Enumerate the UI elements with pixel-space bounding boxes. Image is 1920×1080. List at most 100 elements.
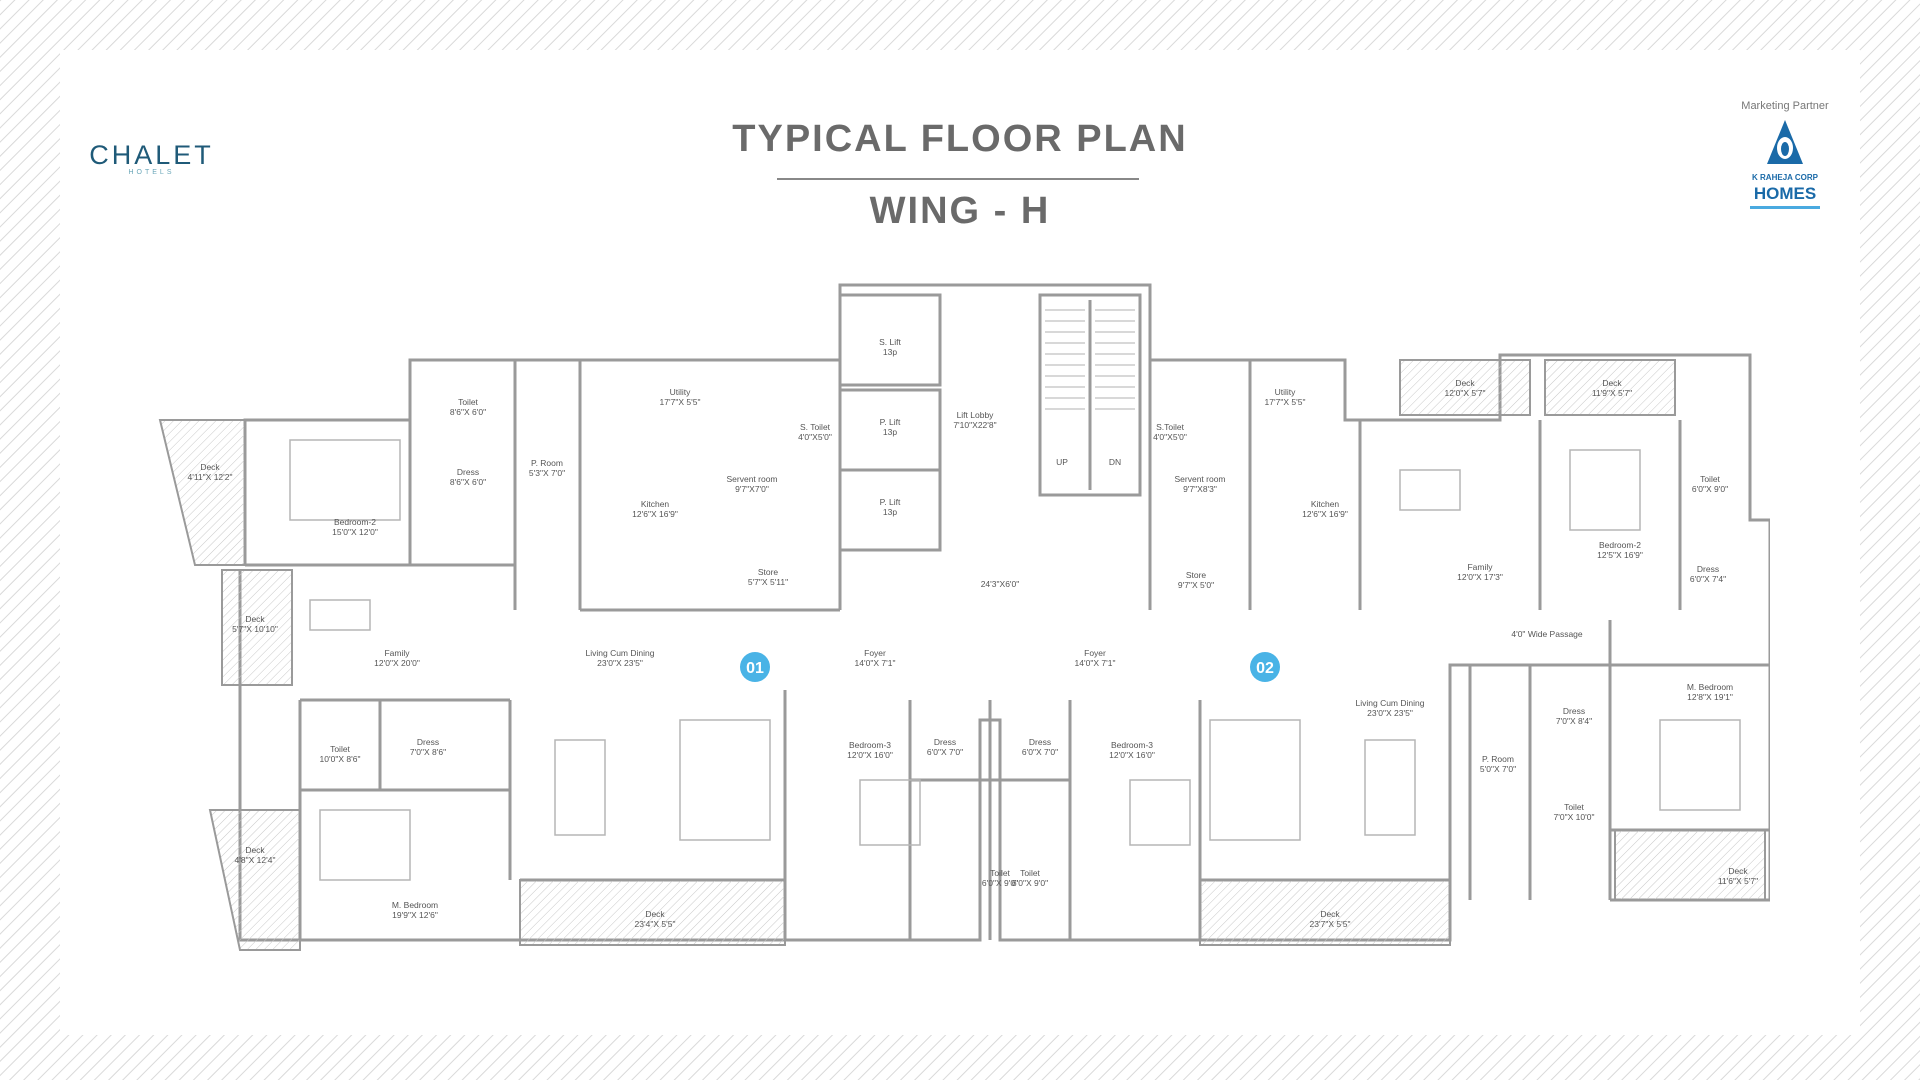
room-name: P. Lift — [880, 417, 901, 427]
room-dimensions: 12'5"X 16'9" — [1597, 550, 1643, 560]
room-name: Kitchen — [1311, 499, 1340, 509]
room-name: Kitchen — [641, 499, 670, 509]
room-dimensions: 4'0"X5'0" — [798, 432, 832, 442]
room-name: Deck — [1602, 378, 1622, 388]
room-dimensions: 6'0"X 9'0" — [982, 878, 1018, 888]
room-dimensions: 7'0"X 8'6" — [410, 747, 446, 757]
room-name: Foyer — [864, 648, 886, 658]
decks — [158, 359, 1766, 951]
room-name: Toilet — [1020, 868, 1040, 878]
room-name: Deck — [1728, 866, 1748, 876]
room-dimensions: 4'0"X5'0" — [1153, 432, 1187, 442]
walls — [238, 283, 1770, 942]
room-dimensions: 12'0"X 17'3" — [1457, 572, 1503, 582]
room-name: Deck — [1455, 378, 1475, 388]
room-name: S. Lift — [879, 337, 901, 347]
room-name: Store — [758, 567, 779, 577]
room-name: Living Cum Dining — [586, 648, 655, 658]
room-dimensions: 19'9"X 12'6" — [392, 910, 438, 920]
room-dimensions: 10'0"X 8'6" — [320, 754, 361, 764]
room-dimensions: 17'7"X 5'5" — [1265, 397, 1306, 407]
partner-label: Marketing Partner — [1741, 100, 1829, 112]
room-name: Toilet — [458, 397, 478, 407]
room-name: M. Bedroom — [392, 900, 438, 910]
room-name: Dress — [417, 737, 439, 747]
room-name: Foyer — [1084, 648, 1106, 658]
room-dimensions: 5'7"X 5'11" — [748, 577, 788, 587]
room-name: Family — [384, 648, 410, 658]
room-name: Bedroom-3 — [849, 740, 891, 750]
room-dimensions: 6'0"X 7'0" — [927, 747, 963, 757]
room-dimensions: 15'0"X 12'0" — [332, 527, 378, 537]
content-panel — [60, 50, 1860, 1035]
room-dimensions: 6'0"X 9'0" — [1692, 484, 1728, 494]
room-dimensions: 6'0"X 9'0" — [1012, 878, 1048, 888]
room-dimensions: 12'0"X 16'0" — [847, 750, 893, 760]
partner-brand: HOMES — [1753, 184, 1817, 203]
stair-up-label: UP — [1056, 457, 1068, 467]
room-name: Store — [1186, 570, 1207, 580]
room-name: Servent room — [1174, 474, 1225, 484]
room-name: Bedroom-2 — [334, 517, 376, 527]
room-name: Dress — [934, 737, 956, 747]
room-dimensions: 12'6"X 16'9" — [632, 509, 678, 519]
room-name: Dress — [1029, 737, 1051, 747]
unit-badge-01-label: 01 — [746, 660, 764, 677]
room-name: Toilet — [330, 744, 350, 754]
room-dimensions: 5'3"X 7'0" — [529, 468, 565, 478]
unit-badge-01: 01 — [740, 652, 770, 682]
room-name: Toilet — [990, 868, 1010, 878]
page-subtitle: WING - H — [869, 190, 1051, 232]
partner-brand-line: K RAHEJA CORP — [1752, 173, 1818, 182]
room-dimensions: 13p — [883, 507, 897, 517]
room-dimensions: 12'6"X 16'9" — [1302, 509, 1348, 519]
room-name: P. Room — [531, 458, 563, 468]
room-dimensions: 14'0"X 7'1" — [855, 658, 896, 668]
room-dimensions: 4'11"X 12'2" — [187, 472, 232, 482]
room-dimensions: 23'7"X 5'5" — [1310, 919, 1351, 929]
room-name: Bedroom-3 — [1111, 740, 1153, 750]
room-dimensions: 9'7"X7'0" — [735, 484, 769, 494]
room-dimensions: 17'7"X 5'5" — [660, 397, 701, 407]
room-name: Toilet — [1700, 474, 1720, 484]
room-dimensions: 24'3"X6'0" — [981, 579, 1020, 589]
room-dimensions: 5'0"X 7'0" — [1480, 764, 1516, 774]
stair-treads — [1045, 309, 1135, 410]
room-name: P. Room — [1482, 754, 1514, 764]
room-dimensions: 7'10"X22'8" — [953, 420, 996, 430]
room-name: Deck — [1320, 909, 1340, 919]
room-dimensions: 13p — [883, 347, 897, 357]
room-dimensions: 7'0"X 8'4" — [1556, 716, 1592, 726]
room-dimensions: 11'6"X 5'7" — [1718, 876, 1758, 886]
room-dimensions: 23'4"X 5'5" — [635, 919, 676, 929]
page-title: TYPICAL FLOOR PLAN — [732, 118, 1188, 160]
room-dimensions: 6'0"X 7'0" — [1022, 747, 1058, 757]
room-name: Servent room — [726, 474, 777, 484]
room-name: Living Cum Dining — [1356, 698, 1425, 708]
room-name: Deck — [245, 614, 265, 624]
room-name: Deck — [200, 462, 220, 472]
chalet-logo: CHALET HOTELS — [89, 140, 214, 176]
room-name: 4'0" Wide Passage — [1511, 629, 1583, 639]
room-dimensions: 12'0"X 16'0" — [1109, 750, 1155, 760]
room-name: Dress — [1563, 706, 1585, 716]
room-name: P. Lift — [880, 497, 901, 507]
unit-badge-02-label: 02 — [1256, 660, 1274, 677]
room-dimensions: 12'8"X 19'1" — [1687, 692, 1733, 702]
room-dimensions: 13p — [883, 427, 897, 437]
furniture — [289, 439, 1741, 881]
room-name: Dress — [457, 467, 479, 477]
room-name: Dress — [1697, 564, 1719, 574]
unit-badge-02: 02 — [1250, 652, 1280, 682]
room-name: Utility — [1275, 387, 1297, 397]
room-name: Lift Lobby — [957, 410, 995, 420]
partner-underline — [1750, 206, 1820, 209]
room-name: Toilet — [1564, 802, 1584, 812]
room-dimensions: 23'0"X 23'5" — [1367, 708, 1413, 718]
room-name: Deck — [245, 845, 265, 855]
room-dimensions: 8'6"X 6'0" — [450, 477, 486, 487]
room-dimensions: 12'0"X 20'0" — [374, 658, 420, 668]
room-dimensions: 9'7"X8'3" — [1183, 484, 1217, 494]
